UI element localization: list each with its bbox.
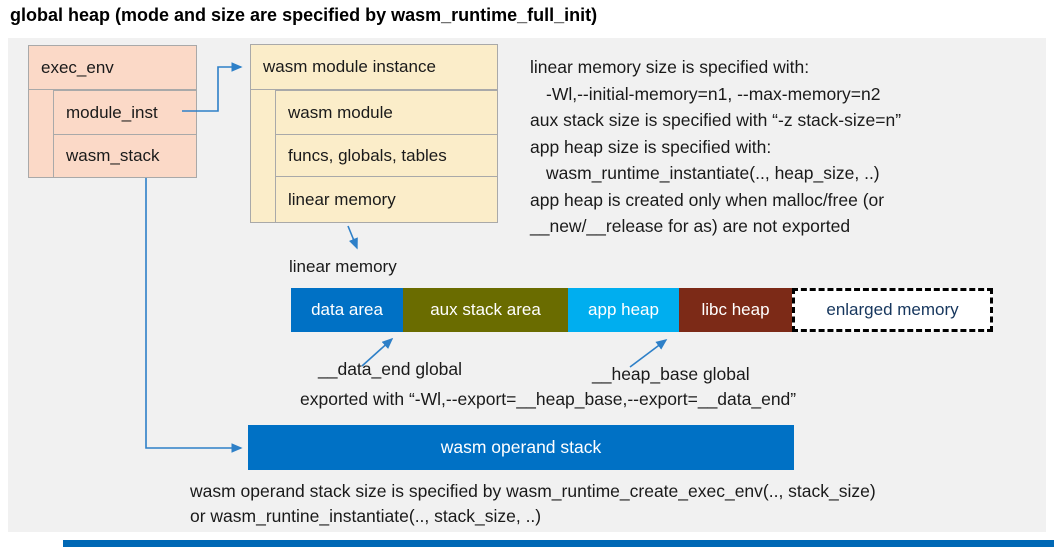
- libc-heap-segment: libc heap: [679, 288, 792, 332]
- data-end-global-label: __data_end global: [318, 359, 463, 379]
- module-instance-label: wasm module instance: [263, 57, 436, 76]
- note-line: app heap size is specified with:: [530, 136, 772, 157]
- operand-stack-note-line: or wasm_runtine_instantiate(.., stack_si…: [190, 506, 542, 526]
- note-line: aux stack size is specified with “-z sta…: [530, 110, 902, 130]
- exec-env-header: exec_env: [28, 45, 197, 90]
- enlarged-memory-segment: enlarged memory: [792, 288, 993, 332]
- bottom-accent-strip: [63, 540, 1054, 547]
- note-line: app heap is created only when malloc/fre…: [530, 189, 885, 210]
- wasm-stack-label: wasm_stack: [66, 146, 160, 165]
- note-line: -Wl,--initial-memory=n1, --max-memory=n2: [546, 83, 881, 104]
- funcs-globals-tables-label: funcs, globals, tables: [288, 145, 447, 165]
- linear-memory-row: linear memory: [275, 176, 498, 223]
- wasm-stack-row: wasm_stack: [53, 134, 197, 178]
- app-heap-segment: app heap: [568, 288, 679, 332]
- linear-memory-row-label: linear memory: [288, 189, 396, 209]
- funcs-globals-tables-row: funcs, globals, tables: [275, 134, 498, 177]
- module-inst-label: module_inst: [66, 102, 158, 122]
- page-title: global heap (mode and size are specified…: [10, 5, 598, 25]
- wasm-module-label: wasm module: [288, 102, 393, 122]
- memory-size-notes: linear memory size is specified with: -W…: [530, 54, 1050, 240]
- linear-memory-label: linear memory: [289, 257, 397, 276]
- note-line: wasm_runtime_instantiate(.., heap_size, …: [546, 163, 880, 183]
- operand-stack-note-line: wasm operand stack size is specified by …: [190, 481, 876, 501]
- heap-base-global-label: __heap_base global: [592, 364, 750, 384]
- wasm-module-row: wasm module: [275, 90, 498, 135]
- data-area-segment: data area: [291, 288, 403, 332]
- aux-stack-area-segment: aux stack area: [403, 288, 568, 332]
- module-inst-row: module_inst: [53, 90, 197, 135]
- exec-env-label: exec_env: [41, 57, 114, 77]
- note-line: linear memory size is specified with:: [530, 57, 810, 77]
- wasm-operand-stack-bar: wasm operand stack: [248, 425, 794, 470]
- module-instance-header: wasm module instance: [250, 44, 498, 90]
- note-line: __new/__release for as) are not exported: [530, 216, 851, 236]
- export-note: exported with “-Wl,--export=__heap_base,…: [300, 389, 797, 409]
